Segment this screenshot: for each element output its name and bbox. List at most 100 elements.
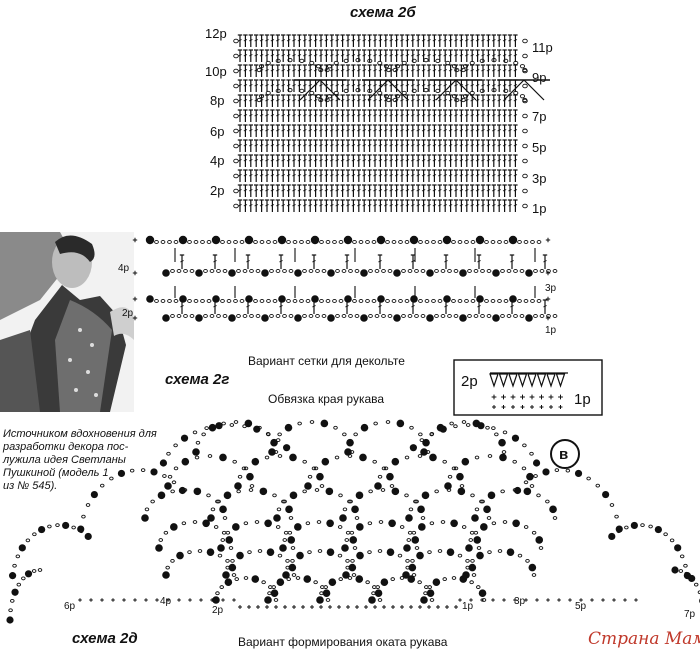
chain-stitch bbox=[536, 299, 542, 303]
note-line: Пушкиной (модель 1 bbox=[3, 467, 109, 479]
picot-bead bbox=[393, 269, 401, 277]
chain-stitch bbox=[288, 314, 294, 318]
dc-stitch bbox=[367, 144, 372, 147]
picot-bead bbox=[426, 314, 434, 322]
dc-stitch bbox=[448, 114, 453, 117]
dc-stitch bbox=[432, 69, 437, 72]
chain-stitch bbox=[405, 559, 410, 563]
dc-stitch bbox=[421, 114, 426, 117]
dc-stitch bbox=[243, 144, 248, 147]
dc-stitch bbox=[416, 159, 420, 162]
dc-stitch bbox=[459, 159, 464, 162]
chain-stitch bbox=[533, 269, 538, 273]
dc-stitch bbox=[427, 144, 431, 147]
chain-stitch bbox=[219, 585, 224, 589]
dc-stitch bbox=[444, 305, 448, 308]
dc-stitch bbox=[246, 305, 250, 308]
chain-stitch bbox=[451, 94, 458, 99]
dc-stitch bbox=[286, 114, 291, 117]
dc-stitch bbox=[373, 99, 377, 102]
picot-bead bbox=[202, 519, 210, 528]
chain-stitch bbox=[451, 299, 456, 303]
chain-stitch bbox=[265, 90, 271, 96]
chain-stitch bbox=[523, 299, 529, 303]
dc-stitch bbox=[312, 305, 316, 308]
chain-stitch bbox=[249, 314, 254, 318]
dc-stitch bbox=[459, 114, 464, 117]
chain-stitch bbox=[203, 269, 208, 273]
dc-stitch bbox=[389, 114, 393, 117]
dc-stitch bbox=[448, 174, 453, 177]
chain-stitch bbox=[257, 549, 263, 553]
chain-stitch bbox=[200, 299, 205, 303]
chain-stitch bbox=[192, 520, 198, 524]
dc-stitch bbox=[481, 114, 485, 117]
picot-bead bbox=[374, 589, 383, 598]
dc-stitch bbox=[459, 189, 464, 192]
dc-stitch bbox=[443, 54, 447, 57]
dc-stitch bbox=[238, 189, 242, 192]
chain-stitch bbox=[259, 240, 265, 244]
chain-stitch bbox=[286, 240, 291, 244]
picot-bead bbox=[426, 589, 435, 598]
picot-bead bbox=[513, 486, 522, 495]
dc-stitch bbox=[508, 189, 512, 192]
chain-stitch bbox=[381, 269, 386, 273]
dc-stitch bbox=[427, 39, 431, 42]
chain-stitch bbox=[277, 432, 282, 437]
picot-bead bbox=[418, 523, 426, 531]
dc-stitch bbox=[454, 129, 458, 132]
dc-stitch bbox=[335, 189, 339, 192]
chain-stitch bbox=[371, 591, 376, 596]
chain-stitch bbox=[166, 451, 171, 456]
chain-stitch bbox=[275, 438, 281, 442]
dc-stitch bbox=[416, 144, 420, 147]
dc-stitch bbox=[448, 189, 453, 192]
chain-stitch bbox=[565, 468, 571, 473]
dc-stitch bbox=[340, 84, 345, 87]
chain-stitch bbox=[474, 455, 480, 460]
dc-stitch bbox=[367, 39, 372, 42]
dc-stitch bbox=[292, 84, 296, 87]
chain-stitch bbox=[404, 493, 409, 498]
dc-stitch bbox=[421, 159, 426, 162]
chain-stitch bbox=[491, 521, 497, 526]
chain-stitch bbox=[486, 314, 492, 318]
cap-row-label: 4р bbox=[160, 596, 172, 607]
dc-stitch bbox=[465, 189, 469, 192]
chain-stitch bbox=[345, 565, 350, 570]
dc-stitch bbox=[475, 39, 480, 42]
dc-stitch bbox=[486, 69, 491, 72]
dc-stitch bbox=[335, 114, 339, 117]
dc-stitch bbox=[340, 204, 345, 207]
chain-stitch bbox=[469, 530, 475, 535]
chain-stitch bbox=[451, 576, 457, 580]
chain-stitch bbox=[445, 60, 451, 66]
picot-bead bbox=[351, 505, 359, 514]
picot-bead bbox=[179, 295, 187, 303]
dc-stitch bbox=[286, 204, 291, 207]
dc-stitch bbox=[367, 159, 372, 162]
dc-stitch bbox=[427, 99, 431, 102]
picot-bead bbox=[195, 314, 203, 322]
chain-stitch bbox=[195, 440, 201, 445]
chart-badge: в bbox=[550, 439, 580, 469]
chain-stitch bbox=[324, 97, 330, 103]
dc-stitch bbox=[470, 189, 474, 192]
dc-stitch bbox=[502, 204, 507, 207]
chain-stitch bbox=[470, 493, 475, 498]
dc-stitch bbox=[421, 39, 426, 42]
dc-stitch bbox=[502, 69, 507, 72]
dc-stitch bbox=[270, 204, 275, 207]
row-label: 2р bbox=[210, 183, 224, 198]
dc-stitch bbox=[243, 54, 248, 57]
dc-stitch bbox=[394, 129, 399, 132]
dc-stitch bbox=[497, 189, 501, 192]
chain-stitch bbox=[183, 314, 188, 318]
chain-stitch bbox=[354, 516, 360, 520]
chain-stitch bbox=[367, 521, 373, 526]
fan-line bbox=[503, 79, 525, 101]
dc-stitch bbox=[367, 84, 372, 87]
dc-stitch bbox=[319, 189, 323, 192]
